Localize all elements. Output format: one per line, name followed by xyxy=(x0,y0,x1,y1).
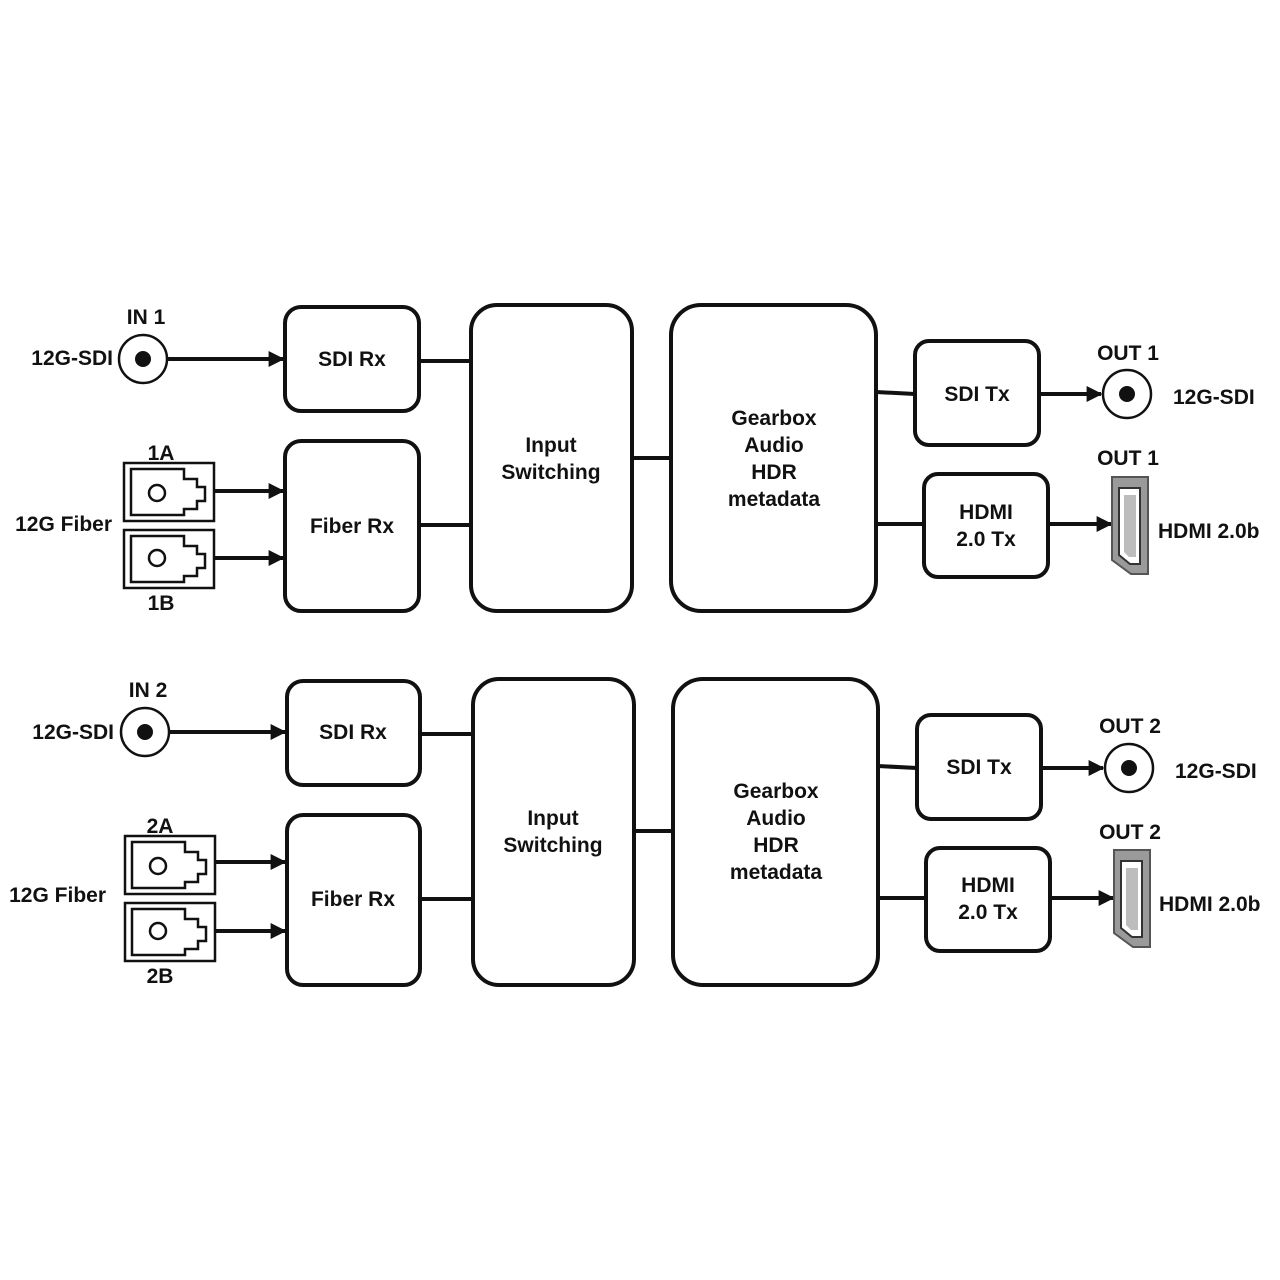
svg-text:2.0 Tx: 2.0 Tx xyxy=(958,901,1018,924)
lc-fiber-connector-icon xyxy=(122,528,216,590)
svg-text:SDI Tx: SDI Tx xyxy=(944,383,1010,406)
hdmi-tx-block: HDMI 2.0 Tx xyxy=(922,472,1050,579)
hdmi-output-2-type: HDMI 2.0b xyxy=(1159,893,1261,916)
signal-path-1: IN 1 12G-SDI 12G Fiber 1A 1B SDI Rx xyxy=(15,303,1260,615)
fiber-rx-block: Fiber Rx xyxy=(283,439,421,613)
input-1-label: IN 1 xyxy=(127,306,166,329)
processing-block: Gearbox Audio HDR metadata xyxy=(671,677,880,987)
hdmi-output-2-label: OUT 2 xyxy=(1099,821,1161,844)
bnc-connector-icon xyxy=(117,333,169,385)
fiber-1b-label: 1B xyxy=(148,592,175,615)
hdmi-connector-icon xyxy=(1113,849,1151,948)
sdi-input-2-type: 12G-SDI xyxy=(32,721,114,744)
input-switching-block: Input Switching xyxy=(469,303,634,613)
sdi-rx-block: SDI Rx xyxy=(283,305,421,413)
svg-text:Fiber Rx: Fiber Rx xyxy=(310,515,394,538)
hdmi-connector-icon xyxy=(1111,476,1149,575)
sdi-input-1-type: 12G-SDI xyxy=(31,347,113,370)
svg-text:metadata: metadata xyxy=(730,861,823,884)
svg-text:Audio: Audio xyxy=(746,807,805,830)
svg-text:Switching: Switching xyxy=(501,461,600,484)
svg-text:Switching: Switching xyxy=(503,834,602,857)
sdi-tx-block: SDI Tx xyxy=(915,713,1043,821)
sdi-output-1-type: 12G-SDI xyxy=(1173,386,1255,409)
lc-fiber-connector-icon xyxy=(123,834,217,896)
svg-text:HDMI: HDMI xyxy=(959,501,1013,524)
sdi-output-2-type: 12G-SDI xyxy=(1175,760,1257,783)
fiber-input-1-type: 12G Fiber xyxy=(15,513,112,536)
signal-path-2: IN 2 12G-SDI 12G Fiber 2A 2B SDI Rx Fi xyxy=(9,677,1261,988)
input-switching-block: Input Switching xyxy=(471,677,636,987)
svg-text:Gearbox: Gearbox xyxy=(733,780,819,803)
sdi-tx-block: SDI Tx xyxy=(913,339,1041,447)
svg-text:SDI Tx: SDI Tx xyxy=(946,756,1012,779)
lc-fiber-connector-icon xyxy=(123,901,217,963)
fiber-rx-block: Fiber Rx xyxy=(285,813,422,987)
hdmi-tx-block: HDMI 2.0 Tx xyxy=(924,846,1052,953)
svg-text:SDI Rx: SDI Rx xyxy=(318,348,386,371)
svg-text:2.0 Tx: 2.0 Tx xyxy=(956,528,1016,551)
svg-text:Input: Input xyxy=(525,434,576,457)
svg-text:SDI Rx: SDI Rx xyxy=(319,721,387,744)
processing-block: Gearbox Audio HDR metadata xyxy=(669,303,878,613)
fiber-1a-label: 1A xyxy=(148,442,175,465)
svg-text:HDR: HDR xyxy=(751,461,797,484)
fiber-input-2-type: 12G Fiber xyxy=(9,884,106,907)
sdi-output-1-label: OUT 1 xyxy=(1097,342,1159,365)
svg-text:HDR: HDR xyxy=(753,834,799,857)
svg-text:Fiber Rx: Fiber Rx xyxy=(311,888,395,911)
bnc-connector-icon xyxy=(1103,742,1155,794)
svg-text:Audio: Audio xyxy=(744,434,803,457)
hdmi-output-1-type: HDMI 2.0b xyxy=(1158,520,1260,543)
input-2-label: IN 2 xyxy=(129,679,168,702)
svg-text:metadata: metadata xyxy=(728,488,821,511)
svg-text:Gearbox: Gearbox xyxy=(731,407,817,430)
sdi-rx-block: SDI Rx xyxy=(285,679,422,787)
bnc-connector-icon xyxy=(119,706,171,758)
lc-fiber-connector-icon xyxy=(122,461,216,523)
fiber-2a-label: 2A xyxy=(147,815,174,838)
bnc-connector-icon xyxy=(1101,368,1153,420)
fiber-2b-label: 2B xyxy=(147,965,174,988)
svg-text:HDMI: HDMI xyxy=(961,874,1015,897)
svg-text:Input: Input xyxy=(527,807,578,830)
hdmi-output-1-label: OUT 1 xyxy=(1097,447,1159,470)
sdi-output-2-label: OUT 2 xyxy=(1099,715,1161,738)
